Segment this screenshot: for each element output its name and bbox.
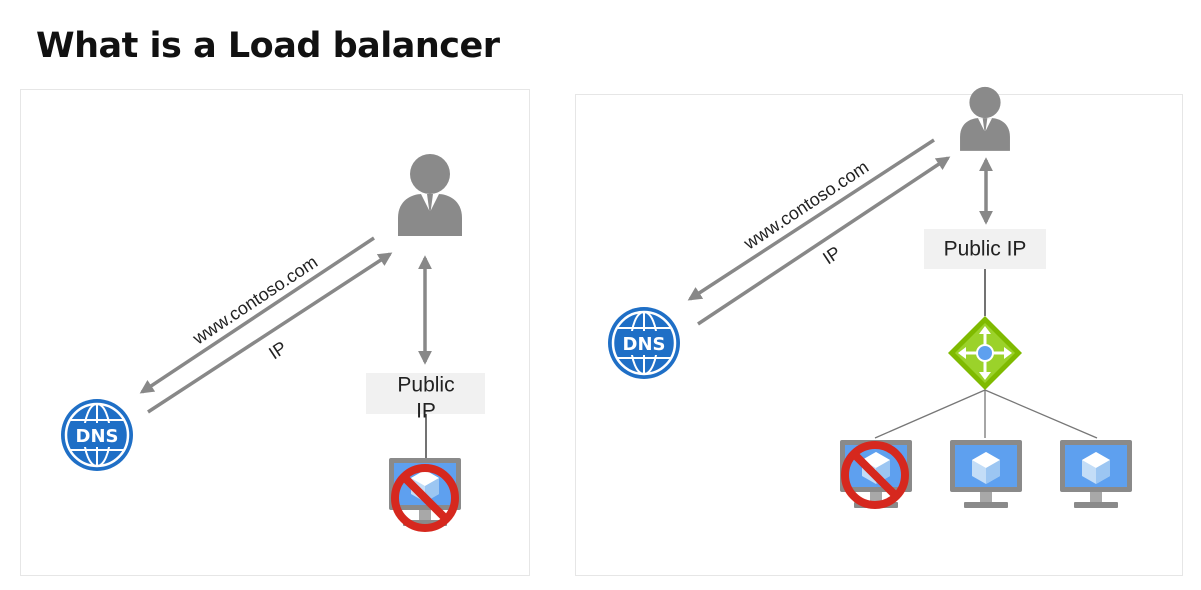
left-public-ip-line2: IP [416, 400, 436, 423]
right-public-ip-box: Public IP [924, 229, 1046, 269]
right-vm-3-icon [1060, 440, 1132, 508]
load-balancer-icon [948, 316, 1022, 390]
right-request-label: www.contoso.com [739, 157, 872, 254]
right-user-icon [960, 86, 1010, 151]
right-request-arrow [687, 138, 935, 301]
right-vm-2-icon [950, 440, 1022, 508]
right-dns-label: DNS [623, 334, 666, 355]
left-request-arrow [139, 236, 375, 394]
left-request-label: www.contoso.com [188, 252, 321, 349]
page-title: What is a Load balancer [36, 26, 500, 66]
left-user-icon [398, 154, 462, 236]
right-response-arrow [697, 156, 951, 326]
left-public-ip-line1: Public [397, 374, 454, 397]
left-dns-icon: DNS [59, 397, 135, 473]
right-vm-connectors [874, 389, 1098, 439]
right-dns-icon: DNS [606, 305, 682, 381]
left-response-label: IP [265, 337, 290, 363]
right-public-ip-label: Public IP [944, 238, 1027, 261]
left-public-ip-box: Public IP [366, 373, 485, 423]
right-response-label: IP [819, 242, 844, 268]
left-response-arrow [147, 252, 393, 414]
left-dns-label: DNS [76, 426, 119, 447]
